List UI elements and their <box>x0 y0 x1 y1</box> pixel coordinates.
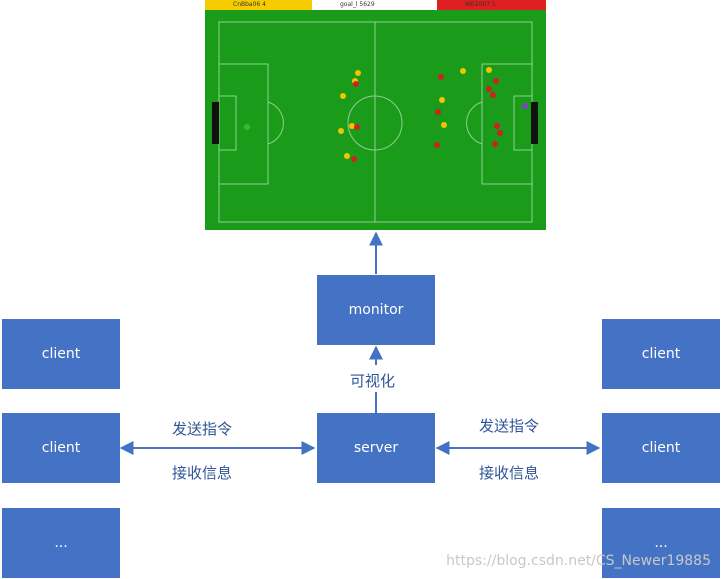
left-client-box-2: client <box>2 413 120 483</box>
scoreboard: CnBba06 4 goal_l 5629 WE2007 1 <box>205 0 546 10</box>
left-client-box-1: client <box>2 319 120 389</box>
left-team-score: CnBba06 4 <box>205 0 312 10</box>
watermark: https://blog.csdn.net/CS_Newer19885 <box>446 553 711 569</box>
send-command-label-right: 发送指令 <box>479 417 540 435</box>
right-client-box-1: client <box>602 319 720 389</box>
pitch <box>205 10 546 230</box>
visualize-label: 可视化 <box>350 372 396 390</box>
monitor-box: monitor <box>317 275 435 345</box>
left-client-box-ellipsis: ... <box>2 508 120 578</box>
red-players <box>351 74 528 162</box>
game-status: goal_l 5629 <box>312 0 437 10</box>
right-team-score: WE2007 1 <box>437 0 546 10</box>
right-client-box-ellipsis: ... <box>602 508 720 578</box>
server-box: server <box>317 413 435 483</box>
soccer-field-image: CnBba06 4 goal_l 5629 WE2007 1 <box>205 0 546 230</box>
send-command-label-left: 发送指令 <box>172 420 233 438</box>
left-goal <box>212 102 219 144</box>
right-client-box-2: client <box>602 413 720 483</box>
right-goal <box>531 102 538 144</box>
receive-info-label-right: 接收信息 <box>479 464 540 482</box>
receive-info-label-left: 接收信息 <box>172 464 233 482</box>
yellow-players <box>244 67 492 159</box>
